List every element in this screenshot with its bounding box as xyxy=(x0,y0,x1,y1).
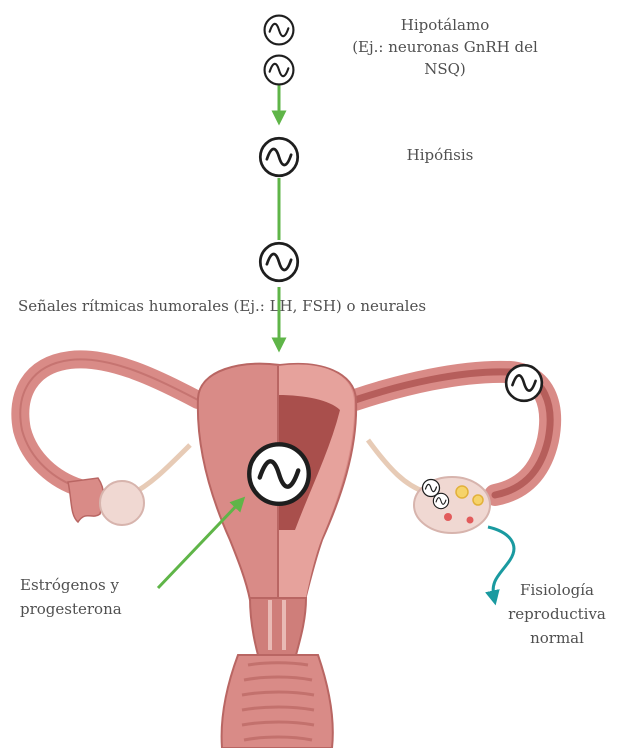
left-ovarian-ligament xyxy=(130,445,190,495)
follicle xyxy=(473,495,483,505)
physiology-output-arrow xyxy=(488,527,514,598)
left-fimbria xyxy=(68,478,104,522)
tube-oscillator-icon xyxy=(506,365,542,401)
right-ovarian-ligament xyxy=(368,440,425,492)
corpus-luteum xyxy=(467,517,474,524)
vagina xyxy=(222,655,333,748)
uterus-oscillator-icon xyxy=(249,444,309,504)
hypothalamus-oscillator-icon xyxy=(265,16,294,45)
cervix xyxy=(250,598,306,655)
pituitary-oscillator-icon xyxy=(260,138,297,175)
corpus-luteum xyxy=(444,513,452,521)
ovary-oscillator-icon-2 xyxy=(433,493,448,508)
uterus-illustration xyxy=(20,359,550,748)
hormone-feedback-arrow xyxy=(158,502,240,588)
follicle xyxy=(456,486,468,498)
signal-oscillator-icon xyxy=(260,243,297,280)
left-ovary xyxy=(100,481,144,525)
hypothalamus-oscillator-icon-2 xyxy=(265,56,294,85)
